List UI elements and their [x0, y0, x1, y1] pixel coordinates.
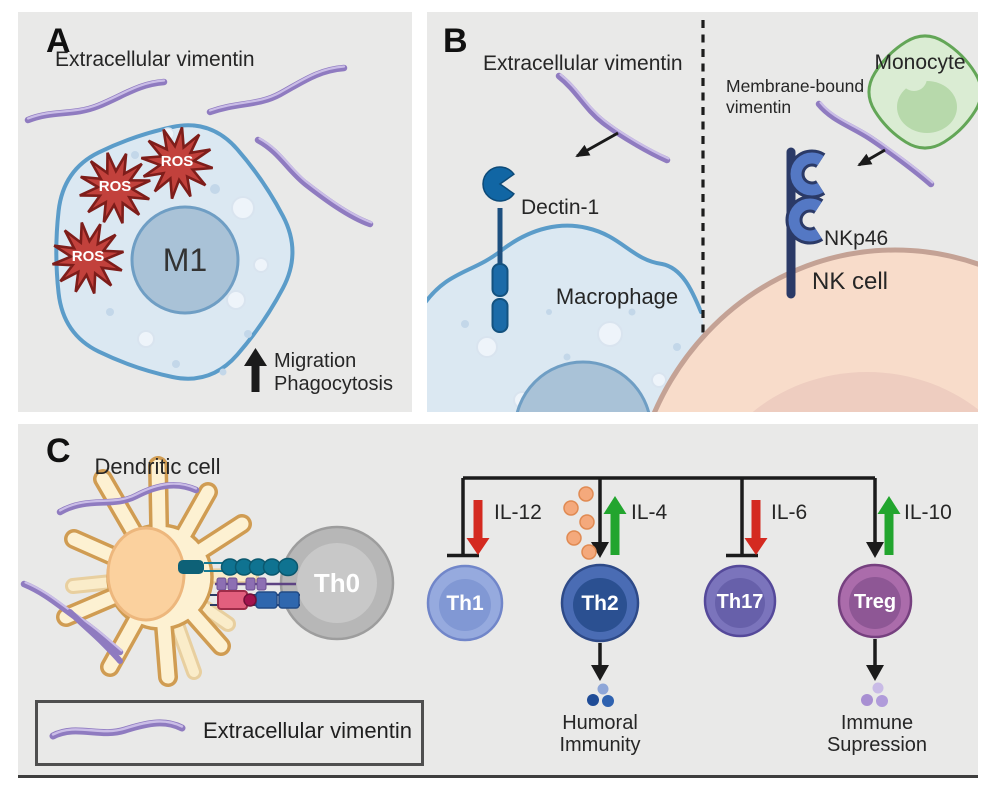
dendritic-nucleus [106, 526, 186, 622]
il10-increase-arrow [877, 496, 901, 555]
humoral-label: Humoral [562, 712, 638, 734]
extracellular-vimentin-label: Extracellular vimentin [483, 52, 683, 75]
macrophage-cell [427, 223, 706, 412]
legend-box [35, 700, 424, 766]
th1-label: Th1 [446, 592, 484, 615]
binding-arrow [575, 131, 619, 158]
th2-cell [560, 563, 640, 643]
th17-cell [703, 564, 777, 638]
il6-decrease-arrow [744, 500, 768, 555]
nk-cell [652, 247, 978, 412]
panel-a: A Extracellular vimentin ROS ROS ROS M1 … [18, 12, 412, 412]
suppression-dots [861, 682, 888, 707]
nk-nucleus [752, 372, 978, 412]
il6-label: IL-6 [771, 501, 808, 524]
dendritic-cell [56, 456, 259, 687]
panel-a-label: A [46, 22, 71, 60]
nkp46-receptor [785, 147, 837, 299]
macrophage-label: Macrophage [555, 284, 679, 309]
legend-vimentin-icon [49, 719, 186, 740]
nk-cell-label: NK cell [811, 268, 889, 295]
panel-c-label: C [46, 432, 71, 470]
cytokine-dots [563, 486, 597, 560]
monocyte-nucleus [897, 81, 957, 133]
vesicles [74, 127, 269, 376]
ros-label: ROS [71, 248, 105, 265]
signal-tree [447, 476, 877, 558]
migration-label: Migration [274, 350, 357, 372]
immunity-label: Immunity [559, 734, 641, 756]
th1-cell [426, 564, 504, 642]
panel-b: B Extracellular vimentin Dectin-1 Macrop… [427, 12, 978, 412]
th0-label: Th0 [313, 568, 361, 598]
th2-label: Th2 [581, 592, 619, 615]
panel-c: C Dendritic cell Th0 IL-12 IL-4 IL-6 IL-… [18, 424, 978, 778]
membrane-vimentin-filament [815, 100, 935, 188]
treg-label: Treg [853, 591, 897, 613]
immune-label: Immune [840, 712, 914, 734]
panel-b-graphics [427, 20, 978, 412]
increase-arrow [244, 348, 267, 392]
vimentin-filaments [20, 482, 200, 664]
activation-arrowhead [866, 542, 884, 558]
panel-b-label: B [443, 22, 468, 60]
dendritic-cell-label: Dendritic cell [94, 454, 221, 479]
vimentin-filaments [24, 64, 374, 228]
monocyte-label: Monocyte [874, 51, 966, 74]
immunological-synapse [178, 557, 300, 610]
treg-outcome-arrow [866, 639, 884, 681]
monocyte-cell [867, 34, 978, 150]
il4-increase-arrow [603, 496, 627, 555]
activation-arrowhead [591, 542, 609, 558]
treg-cell [837, 563, 913, 639]
m1-nucleus [130, 205, 240, 315]
supression-label: Supression [826, 734, 928, 756]
panel-a-graphics [24, 64, 374, 392]
humoral-dots [587, 683, 614, 707]
panel-c-graphics [20, 456, 913, 740]
membrane-bound-vimentin-label: Membrane-bound vimentin [726, 76, 865, 117]
binding-arrow [857, 148, 886, 167]
ros-label: ROS [160, 153, 194, 170]
macrophage-nucleus [515, 360, 651, 412]
dectin1-label: Dectin-1 [521, 196, 600, 219]
dectin1-receptor [482, 166, 515, 333]
vimentin-filament [555, 72, 671, 164]
th2-outcome-arrow [591, 643, 609, 681]
il10-label: IL-10 [904, 501, 952, 524]
ros-label: ROS [98, 178, 132, 195]
extracellular-vimentin-label: Extracellular vimentin [55, 48, 255, 71]
legend-text: Extracellular vimentin [202, 718, 413, 743]
th0-cell [279, 525, 395, 641]
m1-label: M1 [162, 242, 208, 278]
il4-label: IL-4 [631, 501, 668, 524]
th17-label: Th17 [716, 591, 764, 613]
phagocytosis-label: Phagocytosis [274, 373, 393, 395]
nkp46-label: NKp46 [824, 227, 889, 250]
il12-label: IL-12 [494, 501, 542, 524]
il12-decrease-arrow [466, 500, 490, 555]
